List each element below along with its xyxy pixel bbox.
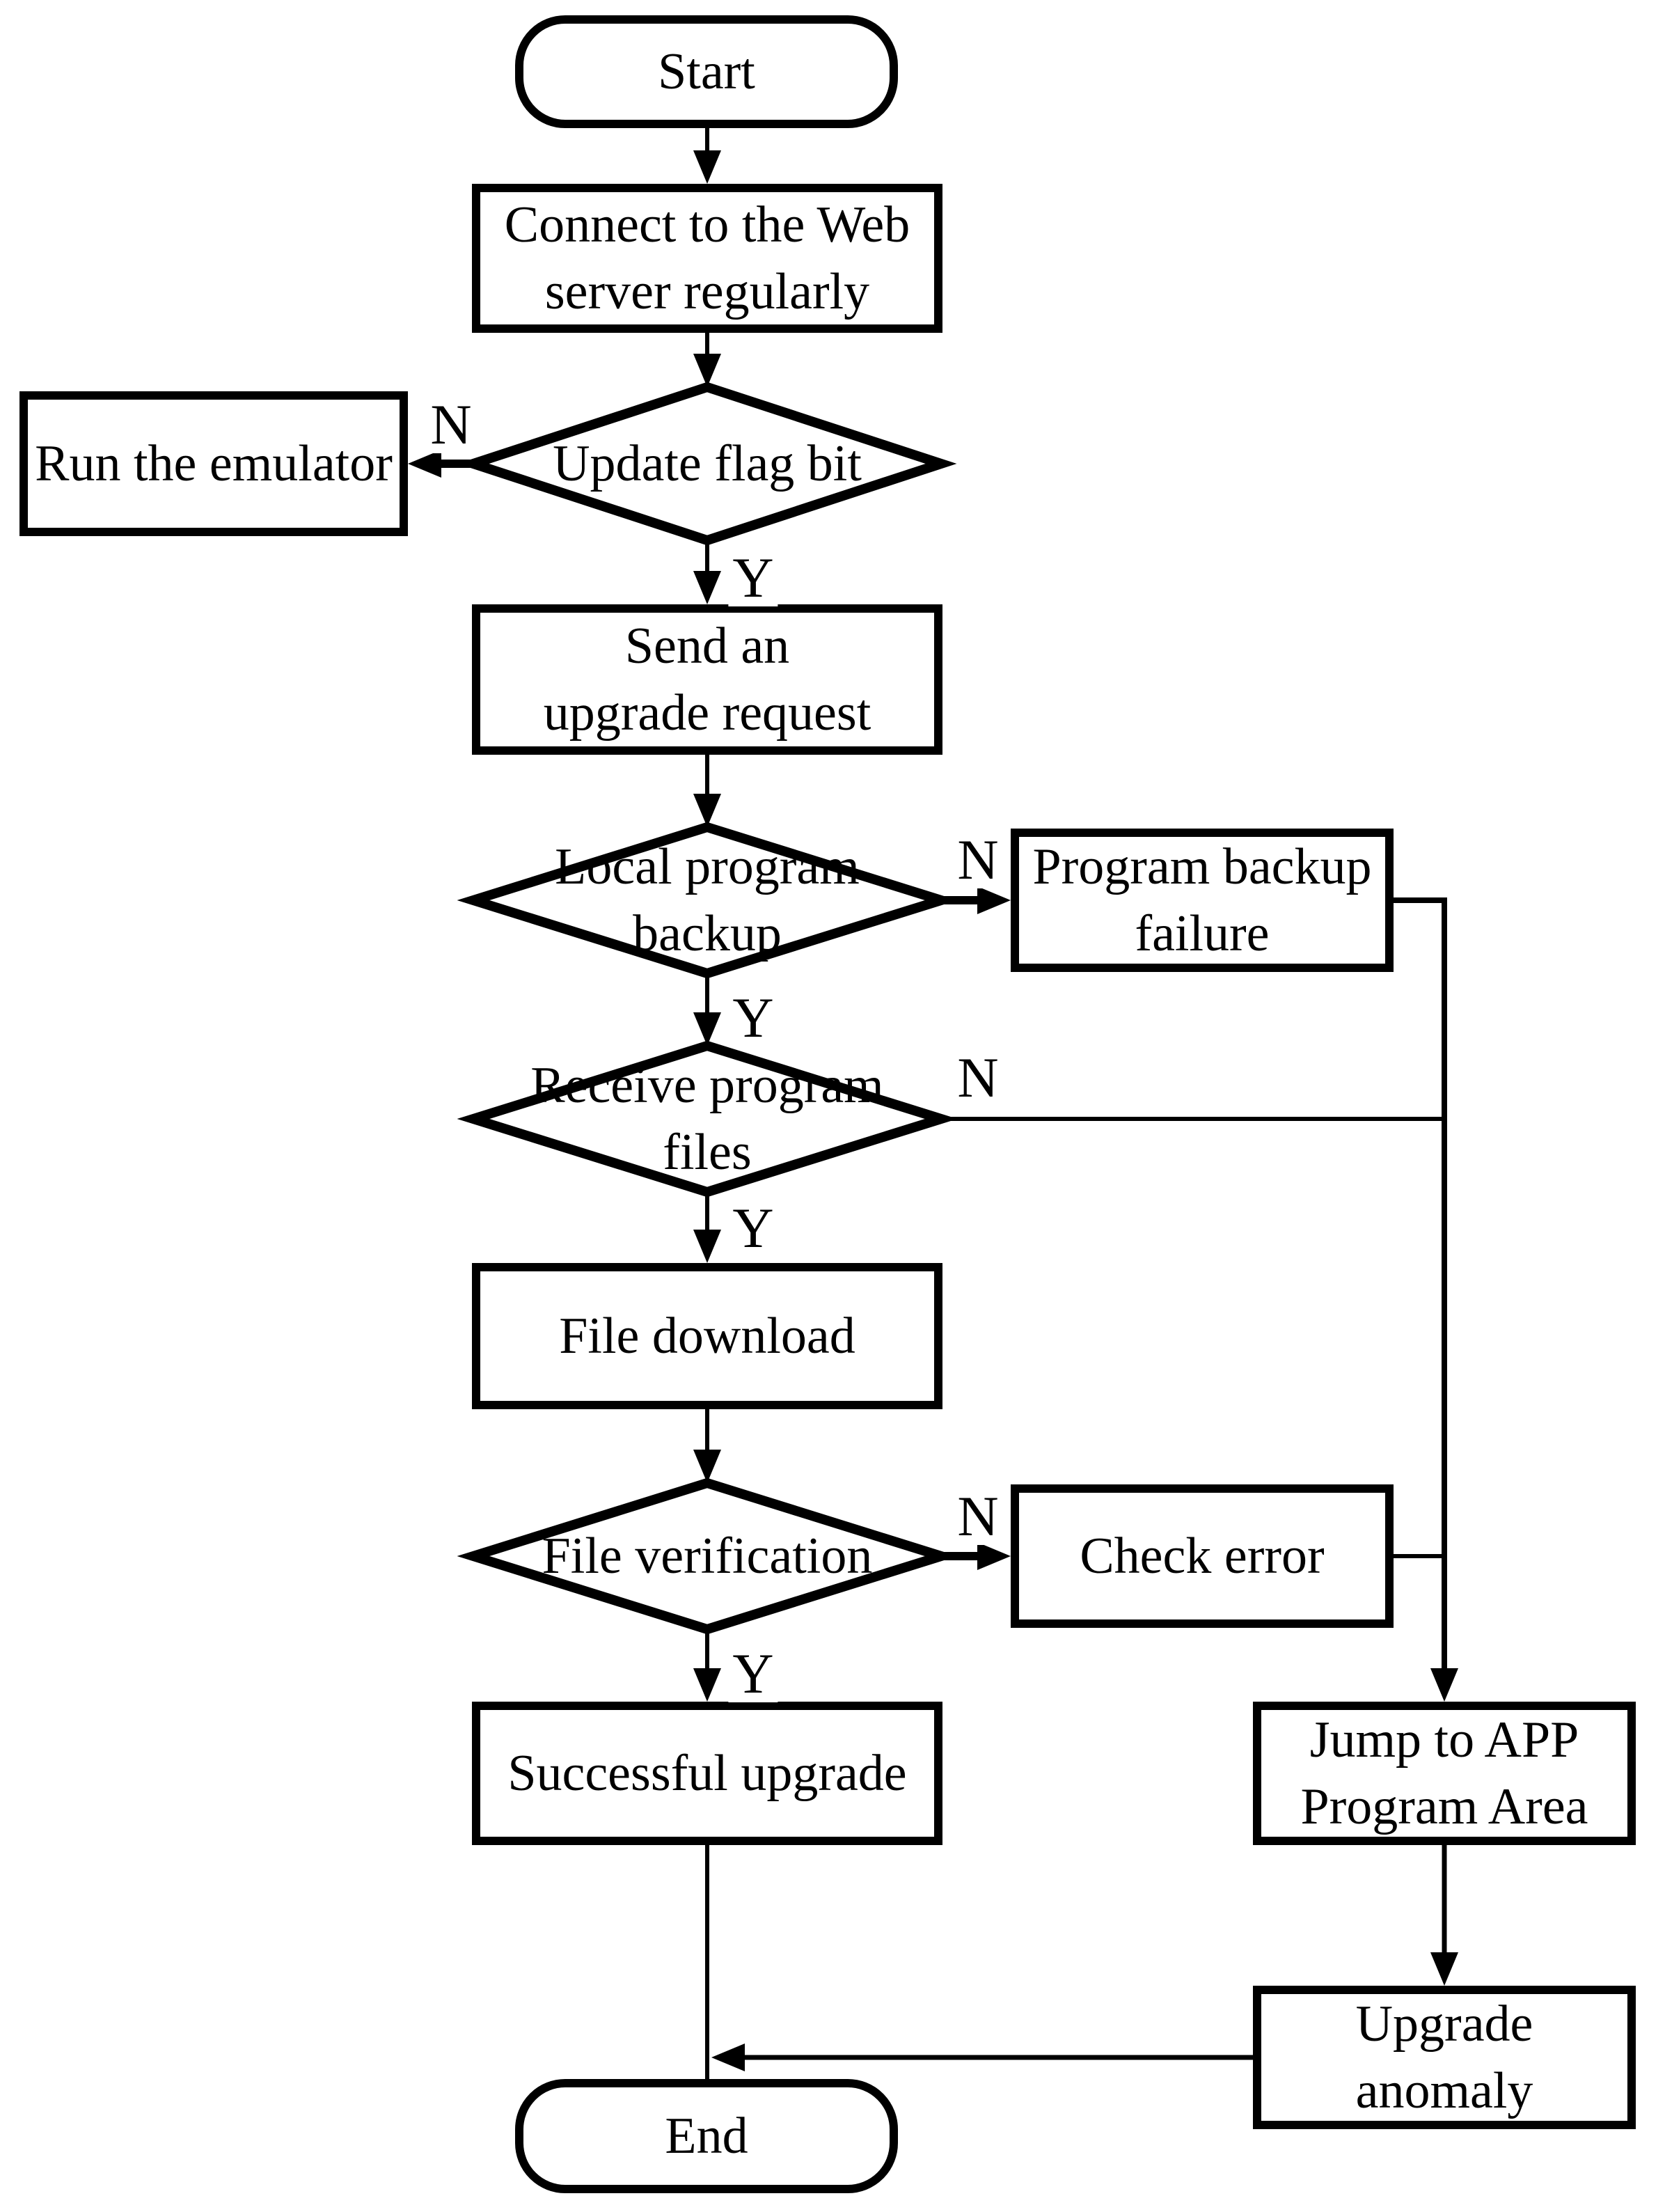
decision-file-verification-shape xyxy=(457,1477,958,1635)
branch-label-local-backup-n: N xyxy=(953,831,1003,888)
process-connect-web-server: Connect to the Web server regularly xyxy=(472,184,942,333)
terminator-end: End xyxy=(515,2079,898,2193)
arrowhead-update-flag-n xyxy=(408,450,441,478)
arrowhead-into-jump-app xyxy=(1430,1668,1458,1702)
branch-label-receive-files-y: Y xyxy=(728,1200,778,1257)
process-file-download: File download xyxy=(472,1263,942,1409)
decision-update-flag-bit-shape xyxy=(457,382,957,546)
arrowhead-local-backup-y xyxy=(693,1012,721,1046)
arrowhead-local-backup-n xyxy=(977,886,1011,914)
process-check-error: Check error xyxy=(1011,1484,1394,1628)
edge-backup-failure-to-jump-app xyxy=(1394,897,1447,1668)
process-jump-to-app-program-area: Jump to APP Program Area xyxy=(1253,1702,1636,1845)
branch-label-update-flag-n: N xyxy=(426,396,476,453)
arrowhead-send-request xyxy=(693,794,721,827)
arrowhead-connect-to-update-flag xyxy=(693,354,721,387)
arrowhead-file-verification-y xyxy=(693,1668,721,1702)
decision-local-program-backup-shape xyxy=(457,822,958,979)
branch-label-receive-files-n: N xyxy=(953,1049,1003,1106)
branch-label-file-verification-y: Y xyxy=(728,1645,778,1702)
arrowhead-start-to-connect xyxy=(693,150,721,184)
process-successful-upgrade: Successful upgrade xyxy=(472,1702,942,1845)
branch-label-file-verification-n: N xyxy=(953,1488,1003,1545)
branch-label-update-flag-y: Y xyxy=(728,549,778,606)
arrowhead-file-verification-n xyxy=(977,1542,1011,1570)
terminator-start: Start xyxy=(515,15,898,128)
arrowhead-receive-files-y xyxy=(693,1230,721,1263)
branch-label-local-backup-y: Y xyxy=(728,989,778,1046)
process-upgrade-anomaly: Upgrade anomaly xyxy=(1253,1986,1636,2129)
arrowhead-update-flag-y xyxy=(693,571,721,604)
process-send-upgrade-request: Send an upgrade request xyxy=(472,604,942,755)
arrowhead-upgrade-anomaly xyxy=(711,2044,745,2071)
arrowhead-jump-app xyxy=(1430,1952,1458,1986)
decision-receive-program-files-shape xyxy=(457,1040,958,1198)
process-program-backup-failure: Program backup failure xyxy=(1011,829,1394,972)
arrowhead-file-download xyxy=(693,1450,721,1483)
process-run-emulator: Run the emulator xyxy=(19,391,408,536)
